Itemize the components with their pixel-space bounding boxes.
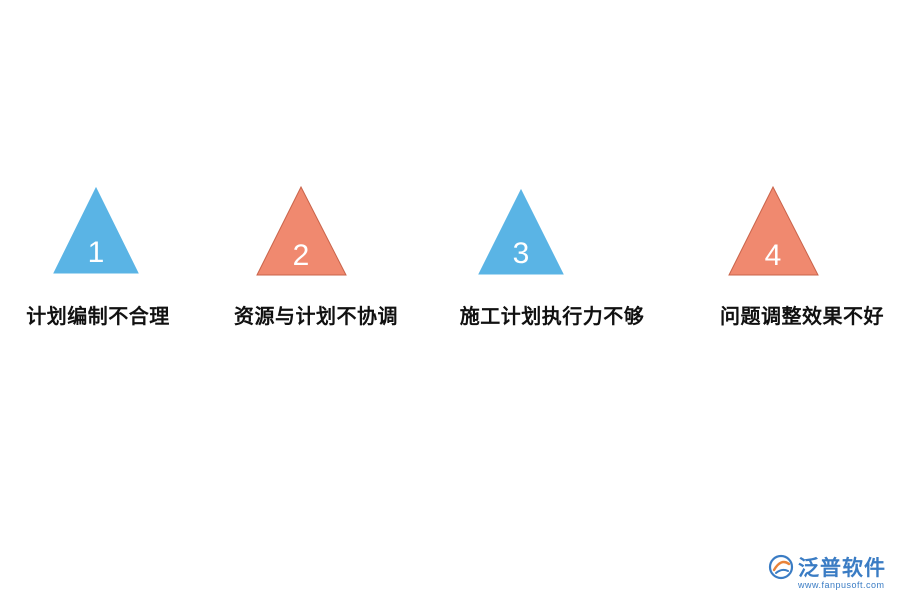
triangle-1-shape [53,186,139,274]
step-2-label: 资源与计划不协调 [234,304,398,328]
triangle-4-number: 4 [765,239,782,272]
step-3-label: 施工计划执行力不够 [459,304,645,328]
step-1-label: 计划编制不合理 [26,304,170,328]
triangle-4-icon: 4 [728,185,819,276]
triangle-1-icon: 1 [53,186,139,274]
step-1: 1 计划编制不合理 [0,0,200,340]
step-2: 2 资源与计划不协调 [216,0,416,340]
brand-url: www.fanpusoft.com [798,580,885,590]
brand-logo: 泛普软件 www.fanpusoft.com [768,552,892,594]
triangle-3-icon: 3 [478,188,564,275]
triangle-3-number: 3 [513,237,530,270]
fanpu-logo-icon [768,554,794,580]
triangle-2-number: 2 [293,239,310,272]
step-3: 3 施工计划执行力不够 [452,0,652,340]
triangle-1-number: 1 [88,236,105,269]
step-4: 4 问题调整效果不好 [702,0,900,340]
triangle-2-icon: 2 [256,185,347,276]
triangle-3-shape [478,188,564,275]
step-4-label: 问题调整效果不好 [720,304,884,328]
brand-name: 泛普软件 [798,556,886,580]
triangle-2-shape [256,185,347,276]
triangle-4-shape [728,185,819,276]
